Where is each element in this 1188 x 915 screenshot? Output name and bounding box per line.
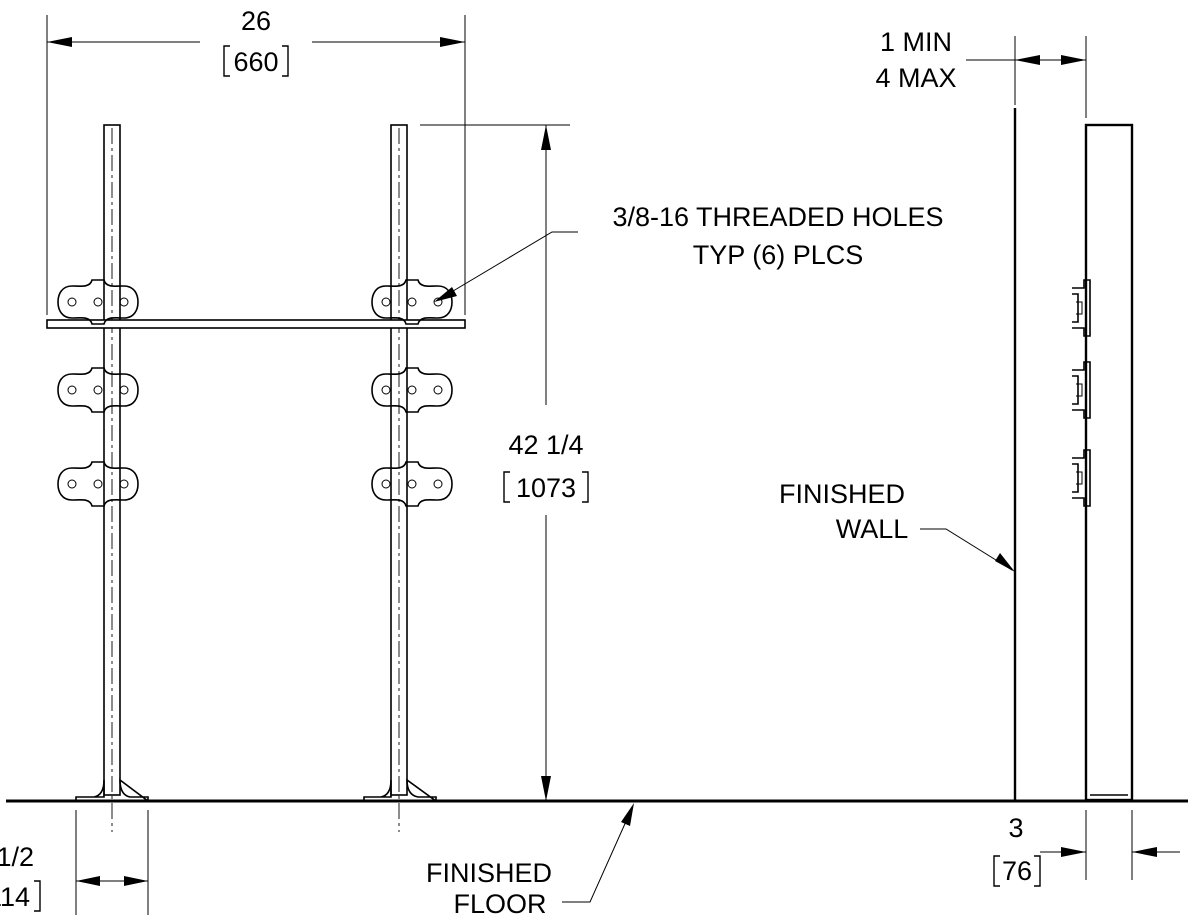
front-view [46,124,466,832]
height-imperial: 42 1/4 [508,430,583,460]
width-metric: 660 [233,47,278,77]
note-finished-floor: FINISHED FLOOR [426,803,634,915]
left-post [75,124,149,832]
width-imperial: 26 [241,6,271,36]
finished-wall-line1: FINISHED [779,479,905,509]
dimension-depth: 3 76 [993,810,1180,887]
threaded-holes-line2: TYP (6) PLCS [693,240,864,270]
dimension-width-top: 26 660 [46,6,466,315]
dimension-wall-gap: 1 MIN 4 MAX [875,27,1087,118]
height-metric: 1073 [516,473,576,503]
finished-floor-line1: FINISHED [426,858,552,888]
note-finished-wall: FINISHED WALL [779,479,1015,572]
post-side-profile [1084,123,1134,802]
depth-imperial: 3 [1008,813,1023,843]
wall-gap-max: 4 MAX [875,63,956,93]
depth-metric: 76 [1002,856,1032,886]
right-post-brackets [371,279,453,507]
side-view [1013,108,1134,802]
base-width-metric: 114 [0,882,30,912]
right-post [363,124,437,832]
dimension-height: 42 1/4 1073 [420,124,589,801]
dimension-base-width: 4 1/2 114 [0,810,149,915]
finished-wall-line2: WALL [836,514,909,544]
wall-clips [1071,279,1091,507]
shelf-plate [46,319,466,329]
threaded-holes-line1: 3/8-16 THREADED HOLES [612,202,943,232]
note-threaded-holes: 3/8-16 THREADED HOLES TYP (6) PLCS [434,202,944,302]
finished-floor-line2: FLOOR [453,889,546,915]
wall-gap-min: 1 MIN [880,27,952,57]
base-width-imperial: 4 1/2 [0,842,34,872]
left-post-brackets [57,279,139,507]
